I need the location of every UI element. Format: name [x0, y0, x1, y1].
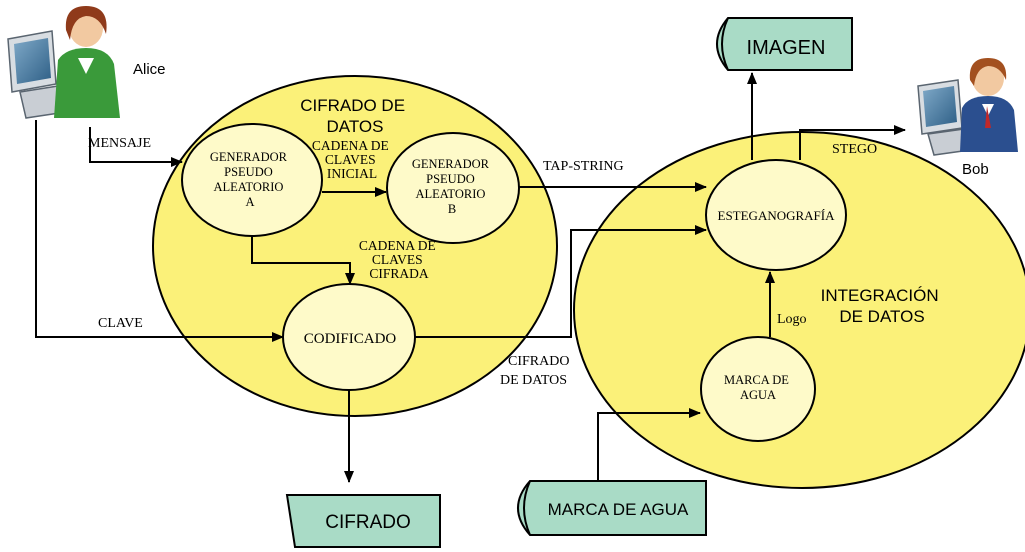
stego-label: STEGO: [832, 142, 877, 157]
cifrado-store: CIFRADO: [285, 494, 441, 548]
bob-user-computer-icon: [917, 58, 1018, 156]
marca-agua-input-arrow: [597, 408, 701, 481]
generador-b-label: GENERADOR PSEUDO ALEATORIO B: [412, 157, 492, 216]
cifrado-region-title: CIFRADO DE DATOS: [300, 96, 410, 136]
integracion-region-title: INTEGRACIÓN DE DATOS: [821, 286, 944, 326]
alice-user-computer-icon: [7, 6, 120, 119]
esteganografia-label: ESTEGANOGRAFÍA: [718, 208, 836, 223]
marca-de-agua-store: MARCA DE AGUA: [517, 480, 707, 536]
cifrado-store-label: CIFRADO: [325, 512, 411, 533]
esteganografia-process: [705, 159, 847, 271]
cadena-cifrada-label: CADENA DE CLAVES CIFRADA: [359, 238, 439, 281]
generador-a-label: GENERADOR PSEUDO ALEATORIO A: [210, 150, 290, 209]
cadena-cifrada-arrow: [251, 236, 355, 285]
marca-de-agua-process: [700, 336, 816, 442]
logo-label: Logo: [777, 312, 807, 327]
mensaje-label: MENSAJE: [88, 136, 151, 151]
clave-label: CLAVE: [98, 316, 143, 331]
imagen-store-label: IMAGEN: [747, 37, 826, 59]
stego-arrow: [799, 125, 906, 160]
cadena-inicial-label: CADENA DE CLAVES INICIAL: [312, 138, 392, 181]
clave-arrow: [35, 120, 284, 342]
bob-label: Bob: [962, 161, 989, 178]
marca-de-agua-store-label: MARCA DE AGUA: [548, 500, 689, 519]
integracion-region: [573, 131, 1025, 489]
marca-de-agua-label: MARCA DE AGUA: [724, 373, 792, 402]
cifrado-datos-label: CIFRADO DE DATOS: [500, 354, 573, 388]
cifrado-datos-arrow: [415, 225, 707, 338]
mensaje-arrow: [89, 127, 183, 167]
tap-string-label: TAP-STRING: [543, 159, 624, 174]
imagen-store: IMAGEN: [716, 17, 853, 71]
codificado-label: CODIFICADO: [304, 331, 397, 347]
alice-label: Alice: [133, 61, 166, 78]
